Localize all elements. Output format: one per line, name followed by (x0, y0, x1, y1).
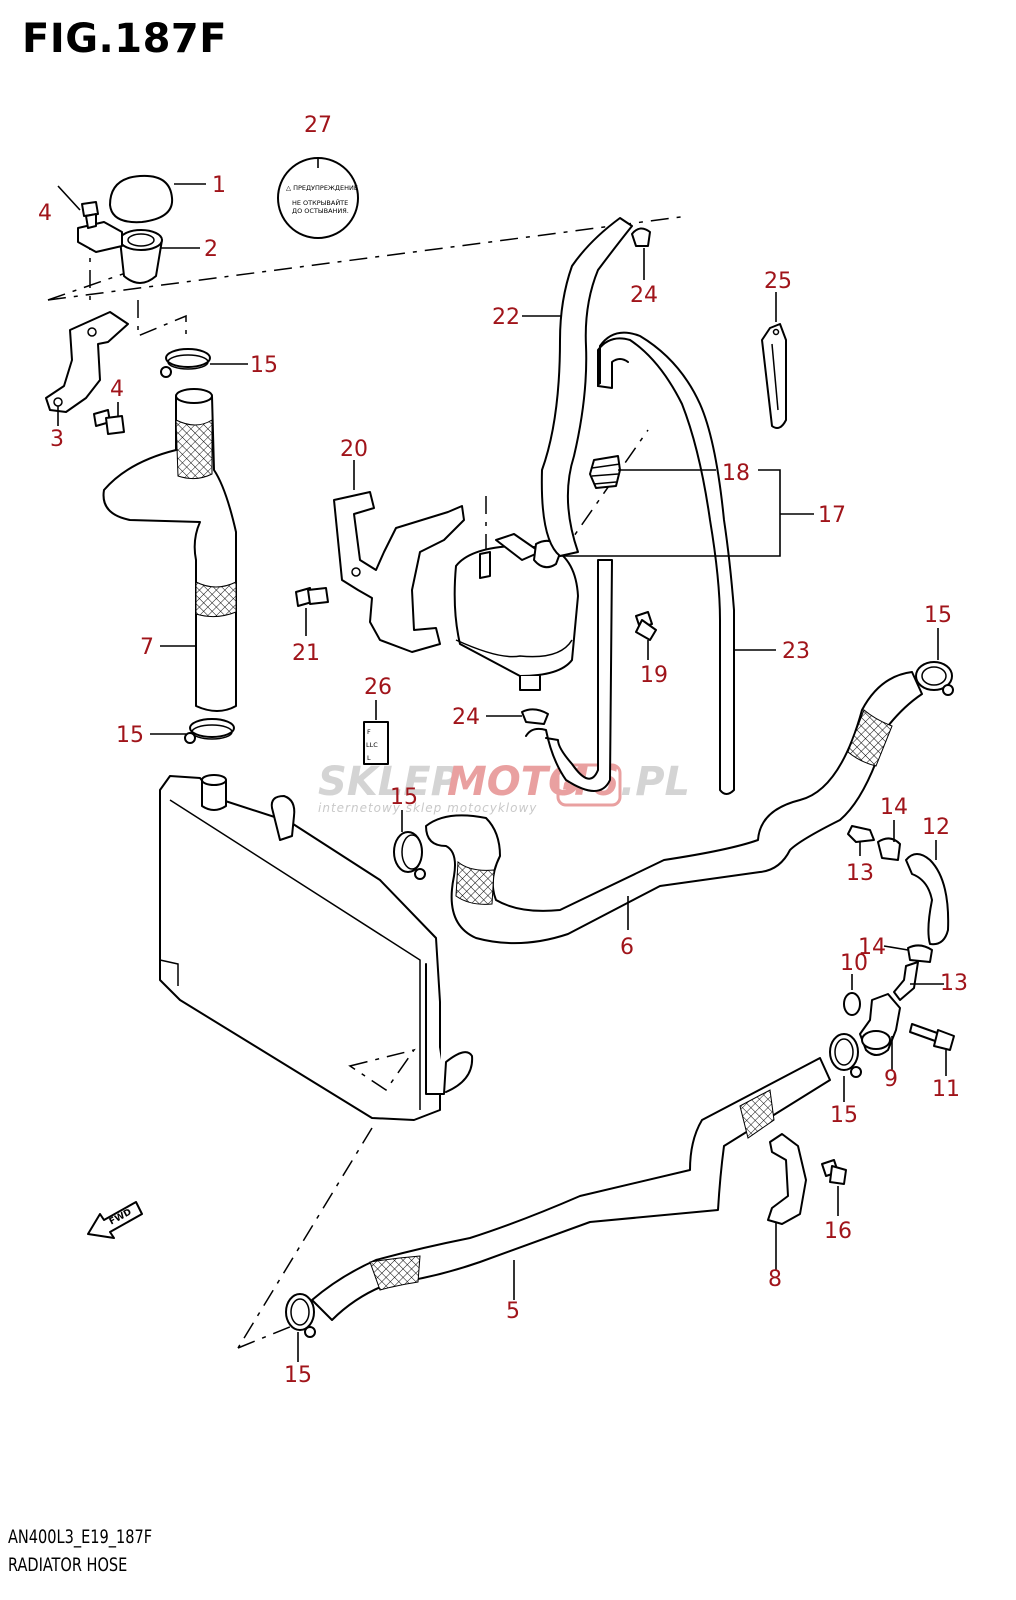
bolt-11 (909, 1023, 955, 1051)
hose-clamp-f (285, 1293, 316, 1338)
breather-hose (597, 331, 735, 795)
o-ring (843, 992, 861, 1016)
hose-clamp-e (829, 1033, 862, 1078)
callout-14-upper: 14 (880, 795, 908, 820)
callout-6: 6 (620, 935, 634, 960)
callout-18: 18 (722, 461, 750, 486)
drawing-caption: RADIATOR HOSE (8, 1554, 128, 1576)
callout-7: 7 (140, 635, 154, 660)
clamp-14-upper (877, 837, 901, 861)
callout-10: 10 (840, 951, 868, 976)
callout-16: 16 (824, 1219, 852, 1244)
bolt-top (81, 201, 99, 229)
hose-clamp-c (393, 831, 426, 880)
upper-radiator-hose (102, 388, 237, 712)
reservoir-cap (589, 455, 621, 489)
callout-15-c: 15 (390, 785, 418, 810)
watermark-tagline: internetowy sklep motocyklowy (318, 801, 537, 815)
level-label: F LLC L (363, 721, 389, 765)
callout-12: 12 (922, 815, 950, 840)
radiator-cap (109, 174, 174, 224)
leader-lines (57, 158, 947, 1362)
bypass-hose (905, 853, 950, 946)
callout-26: 26 (364, 675, 392, 700)
callout-13-lower: 13 (940, 971, 968, 996)
forward-arrow: FWD (87, 1201, 143, 1239)
callout-8: 8 (768, 1267, 782, 1292)
drain-hose (525, 559, 613, 792)
callout-19: 19 (640, 663, 668, 688)
callout-23: 23 (782, 639, 810, 664)
bolt-21 (295, 587, 329, 607)
bolt-19 (635, 611, 657, 641)
hose-strap (761, 323, 787, 429)
callout-3: 3 (50, 427, 64, 452)
callout-15-f: 15 (284, 1363, 312, 1388)
hose-clamp-d (915, 661, 954, 696)
callout-22: 22 (492, 305, 520, 330)
warning-cap-line1: △ ПРЕДУПРЕЖДЕНИЕ (286, 184, 358, 192)
callout-20: 20 (340, 437, 368, 462)
reservoir-tank (453, 533, 579, 691)
callout-24-bottom: 24 (452, 705, 480, 730)
hose-bracket (767, 1133, 807, 1225)
hose-clip-bottom (521, 708, 549, 725)
water-outlet-fitting (859, 993, 901, 1056)
callout-4-bracket: 4 (110, 377, 124, 402)
callout-15-e: 15 (830, 1103, 858, 1128)
callout-2: 2 (204, 237, 218, 262)
callout-9: 9 (884, 1067, 898, 1092)
callout-14-lower: 14 (858, 935, 886, 960)
hose-clip-top (631, 227, 651, 247)
filler-neck (77, 221, 163, 284)
warning-cap-line3: ДО ОСТЫВАНИЯ. (292, 207, 349, 215)
warning-cap-line2: НЕ ОТКРЫВАЙТЕ (292, 198, 348, 207)
callout-27: 27 (304, 113, 332, 138)
bolt-16 (821, 1159, 847, 1185)
fitting-13-upper (847, 825, 875, 843)
page-title: FIG.187F (22, 16, 228, 62)
watermark: SKLEP MOTO 46 .PL internetowy sklep moto… (318, 759, 690, 815)
level-label-f: F (367, 728, 371, 736)
callout-15-d: 15 (924, 603, 952, 628)
callout-17: 17 (818, 503, 846, 528)
watermark-brand-d: .PL (620, 759, 690, 805)
fitting-13-lower (893, 961, 919, 1001)
bolt-bracket (93, 409, 125, 435)
callout-numbers: 1 2 3 4 4 5 6 7 8 9 10 11 12 13 13 14 14… (38, 113, 968, 1388)
water-hose-middle (425, 671, 923, 945)
callout-21: 21 (292, 641, 320, 666)
callout-1: 1 (212, 173, 226, 198)
overflow-hose (540, 217, 633, 557)
callout-13-upper: 13 (846, 861, 874, 886)
reservoir-bracket (333, 491, 465, 653)
hose-clamp-b (184, 718, 235, 744)
hose-clamp-a (160, 348, 211, 378)
callout-4-top: 4 (38, 201, 52, 226)
callout-25: 25 (764, 269, 792, 294)
water-hose-lower (311, 1057, 831, 1321)
callout-15-b: 15 (116, 723, 144, 748)
callout-15-a: 15 (250, 353, 278, 378)
callout-24-top: 24 (630, 283, 658, 308)
callout-5: 5 (506, 1299, 520, 1324)
callout-11: 11 (932, 1077, 960, 1102)
radiator (159, 774, 474, 1121)
level-label-llc: LLC (366, 741, 378, 749)
level-label-l: L (367, 754, 371, 762)
drawing-code: AN400L3_E19_187F (8, 1526, 153, 1548)
watermark-badge (556, 763, 622, 807)
clamp-14-lower (907, 944, 933, 963)
warning-cap-label: △ ПРЕДУПРЕЖДЕНИЕ НЕ ОТКРЫВАЙТЕ ДО ОСТЫВА… (277, 157, 359, 239)
watermark-brand-a: SKLEP (318, 759, 460, 805)
